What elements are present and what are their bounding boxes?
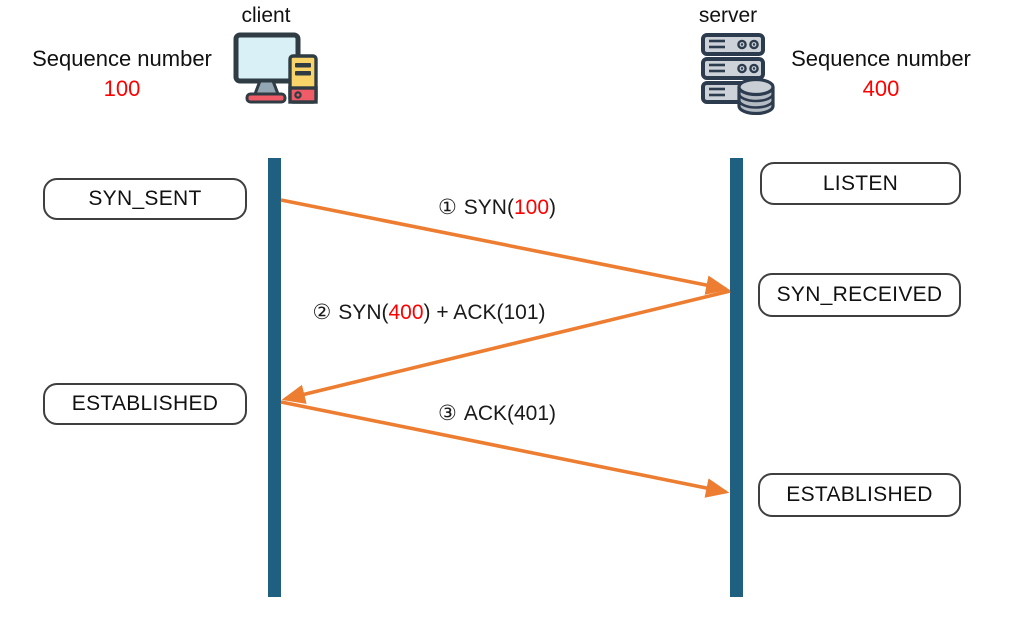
step-number-icon: ② xyxy=(312,301,332,324)
arrow-ack xyxy=(280,400,730,498)
state-label: ESTABLISHED xyxy=(71,392,219,415)
state-box-client-established: ESTABLISHED xyxy=(43,383,247,425)
desktop-computer-icon xyxy=(233,30,319,113)
state-box-syn-sent: SYN_SENT xyxy=(43,178,247,220)
client-lifeline xyxy=(268,158,281,597)
client-sequence-block: Sequence number 100 xyxy=(12,44,232,104)
state-label: LISTEN xyxy=(822,171,899,195)
client-sequence-value: 100 xyxy=(103,76,141,101)
server-sequence-value: 400 xyxy=(862,76,900,101)
client-sequence-label: Sequence number xyxy=(32,46,212,71)
state-box-server-established: ESTABLISHED xyxy=(758,473,961,517)
server-title: server xyxy=(698,4,758,27)
state-label: SYN_SENT xyxy=(88,187,202,210)
sequence-number-highlight: 100 xyxy=(513,196,550,219)
arrow-syn xyxy=(280,198,730,295)
sequence-number-highlight: 400 xyxy=(388,301,424,324)
state-box-listen: LISTEN xyxy=(760,162,961,205)
server-sequence-label: Sequence number xyxy=(791,46,971,71)
step-number-icon: ③ xyxy=(437,402,457,425)
server-lifeline xyxy=(730,158,743,597)
server-rack-database-icon xyxy=(699,31,777,120)
step-number-icon: ① xyxy=(437,196,457,219)
state-label: SYN_RECEIVED xyxy=(776,283,943,306)
state-box-syn-received: SYN_RECEIVED xyxy=(758,273,961,317)
client-title: client xyxy=(241,4,291,27)
server-sequence-block: Sequence number 400 xyxy=(771,44,991,104)
arrow-syn-ack xyxy=(281,289,731,404)
state-label: ESTABLISHED xyxy=(786,483,933,506)
